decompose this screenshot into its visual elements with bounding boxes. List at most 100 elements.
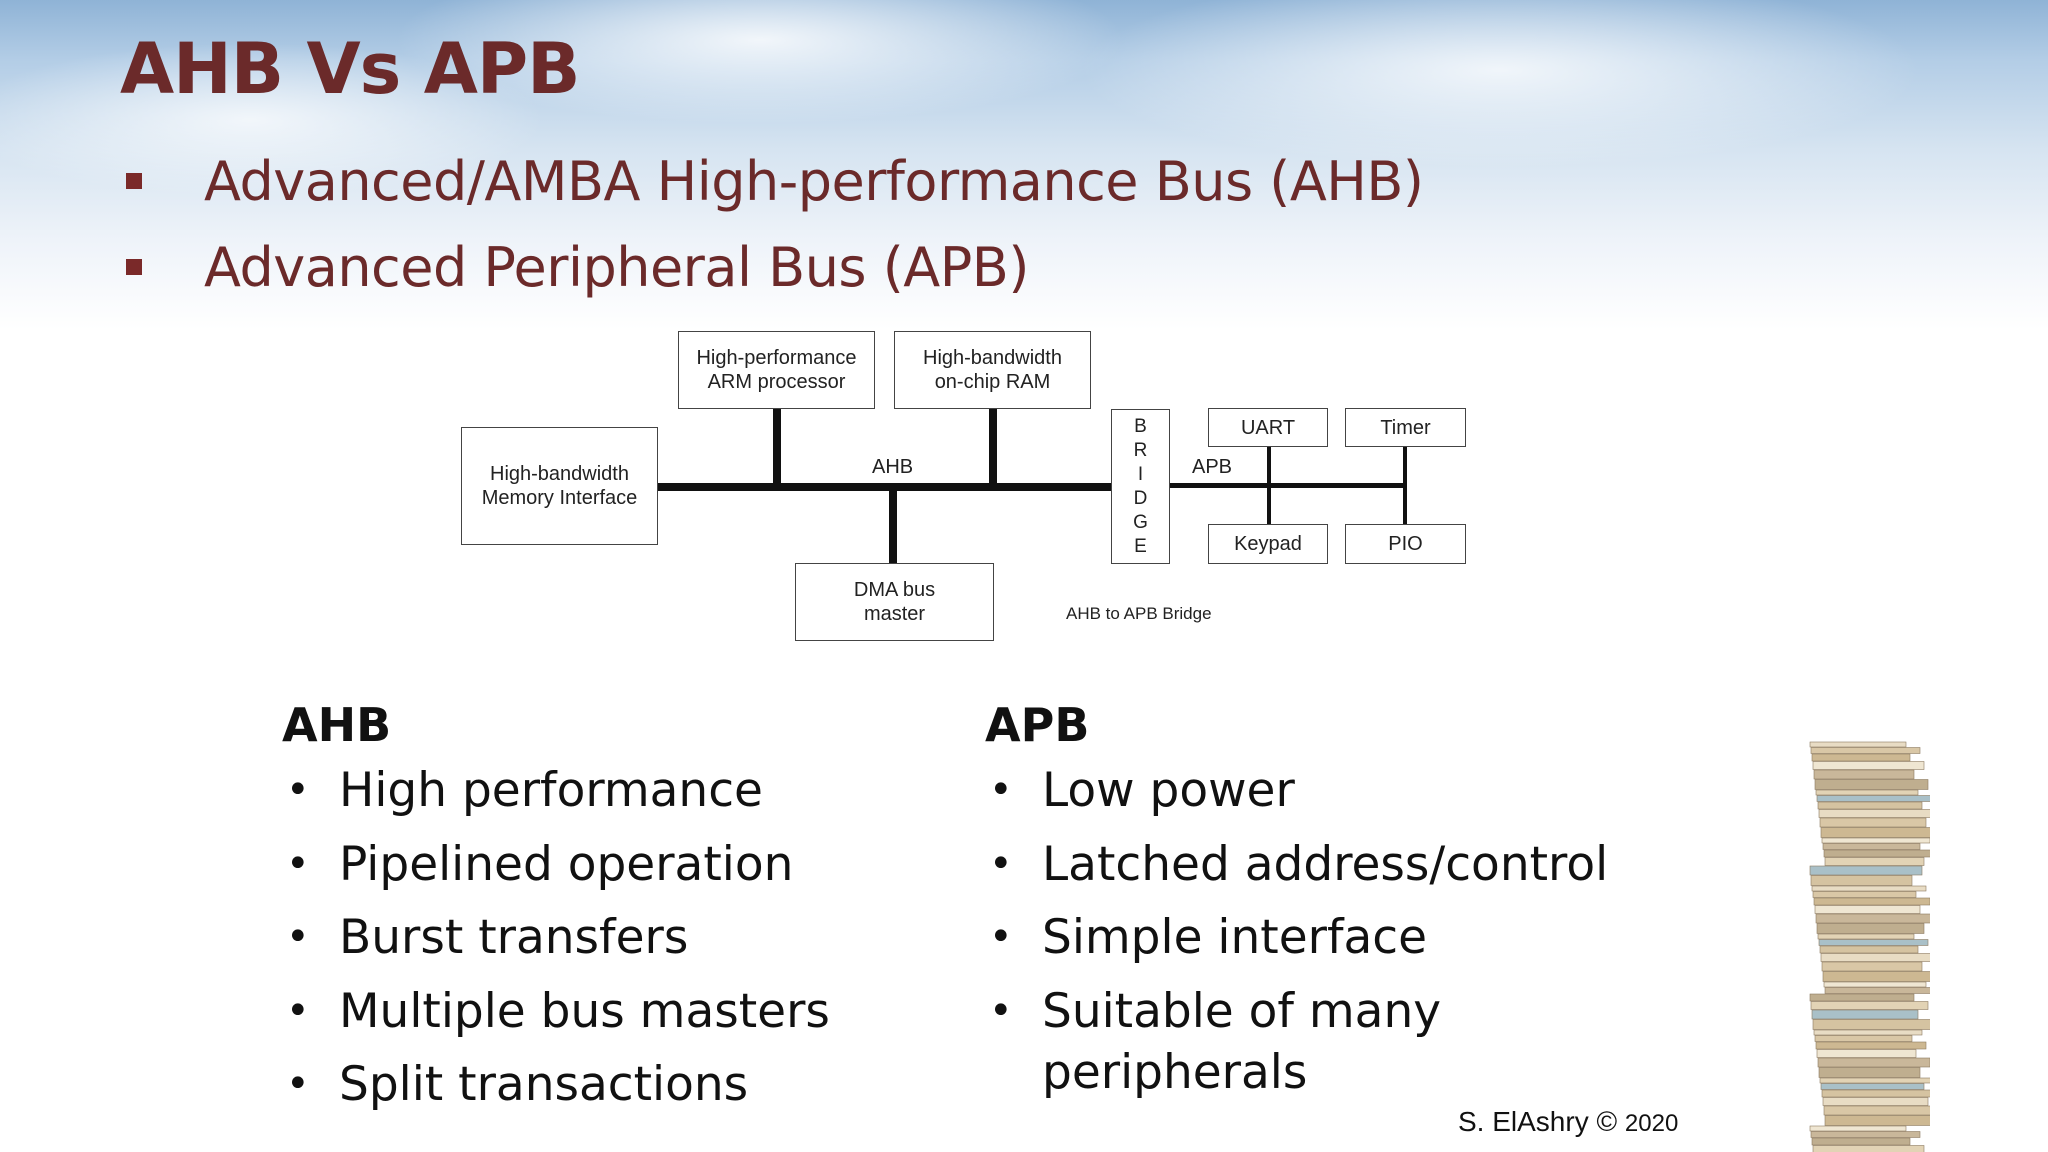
top-bullet-list: Advanced/AMBA High-performance Bus (AHB)… — [120, 138, 1424, 310]
bridge-letter: D — [1133, 487, 1148, 509]
bridge-box: B R I D G E — [1111, 409, 1170, 564]
bullet-dot-icon: • — [989, 767, 1013, 813]
list-item: •Burst transfers — [282, 907, 830, 968]
credit-year: 2020 — [1624, 1110, 1679, 1137]
book-spine — [1810, 1131, 1921, 1138]
book-spine — [1818, 939, 1929, 946]
book-spine — [1820, 1083, 1925, 1090]
bullet-dot-icon: • — [286, 1061, 310, 1107]
book-spine — [1817, 933, 1915, 940]
pio-box: PIO — [1345, 524, 1466, 564]
bridge-letter: G — [1133, 511, 1148, 533]
book-spine — [1811, 1009, 1919, 1020]
apb-bus-label: APB — [1192, 456, 1233, 478]
bullet-dot-icon: • — [989, 840, 1013, 887]
bullet-dot-icon: • — [286, 767, 310, 813]
bullet-dot-icon: • — [989, 914, 1013, 960]
bridge-letter: E — [1134, 535, 1147, 557]
bridge-letter: B — [1134, 415, 1147, 437]
book-spine — [1820, 953, 1930, 962]
top-bullet-item: Advanced/AMBA High-performance Bus (AHB) — [120, 138, 1424, 224]
bullet-dot-icon: • — [989, 987, 1013, 1034]
book-spine — [1816, 1049, 1917, 1058]
list-item: •High performance — [282, 760, 830, 821]
list-item: •Suitable of many peripherals — [985, 981, 1608, 1103]
uart-box: UART — [1208, 408, 1328, 447]
book-spine — [1811, 885, 1927, 892]
apb-feature-list: •Low power •Latched address/control •Sim… — [985, 760, 1608, 1103]
book-spine — [1823, 1105, 1930, 1116]
book-spine — [1815, 1041, 1927, 1050]
book-spine — [1816, 795, 1930, 802]
list-item: •Low power — [985, 760, 1608, 821]
book-spine — [1824, 857, 1925, 866]
apb-column: APB •Low power •Latched address/control … — [985, 690, 1608, 1115]
book-spine — [1819, 817, 1927, 828]
book-spine — [1815, 913, 1930, 924]
ahb-heading: AHB — [282, 698, 392, 752]
list-item: •Multiple bus masters — [282, 981, 830, 1042]
book-spine — [1816, 923, 1925, 934]
top-bullet-text: Advanced/AMBA High-performance Bus (AHB) — [204, 149, 1424, 213]
author-credit: S. ElAshry © 2020 — [1458, 1106, 1678, 1138]
stack-of-books-icon — [1809, 741, 1930, 1152]
book-spine — [1813, 769, 1915, 780]
ahb-bus-line — [658, 483, 1112, 491]
book-spine — [1812, 1145, 1925, 1152]
book-spine — [1809, 993, 1915, 1002]
book-spine — [1814, 1035, 1913, 1042]
memory-interface-box: High-bandwidth Memory Interface — [461, 427, 658, 545]
square-bullet-icon — [126, 173, 142, 189]
bridge-letter: I — [1137, 463, 1144, 485]
copyright-icon: © — [1596, 1106, 1618, 1137]
top-bullet-item: Advanced Peripheral Bus (APB) — [120, 224, 1424, 310]
bridge-letter: R — [1133, 439, 1148, 461]
book-spine — [1819, 945, 1919, 954]
book-spine — [1810, 875, 1913, 886]
book-spine — [1820, 827, 1930, 838]
book-spine — [1812, 891, 1917, 898]
book-spine — [1817, 801, 1923, 810]
book-spine — [1811, 753, 1911, 762]
list-item: •Split transactions — [282, 1054, 830, 1115]
top-bullet-text: Advanced Peripheral Bus (APB) — [204, 235, 1029, 299]
book-spine — [1823, 849, 1930, 858]
book-spine — [1810, 1001, 1929, 1010]
book-spine — [1817, 1057, 1930, 1068]
book-spine — [1822, 843, 1921, 850]
ahb-feature-list: •High performance •Pipelined operation •… — [282, 760, 830, 1115]
ahb-bus-label: AHB — [872, 456, 914, 478]
book-spine — [1822, 971, 1930, 982]
ahb-column: AHB •High performance •Pipelined operati… — [282, 690, 830, 1128]
dma-master-box: DMA bus master — [795, 563, 994, 641]
slide-title: AHB Vs APB — [120, 28, 581, 110]
dma-connector — [889, 483, 897, 564]
list-item: •Simple interface — [985, 907, 1608, 968]
book-spine — [1810, 747, 1921, 754]
author-name: S. ElAshry — [1458, 1106, 1589, 1137]
timer-pio-connector — [1403, 446, 1407, 526]
square-bullet-icon — [126, 259, 142, 275]
book-spine — [1822, 1097, 1929, 1106]
book-spine — [1809, 741, 1907, 748]
sky-background — [0, 0, 2048, 330]
arm-processor-box: High-performance ARM processor — [678, 331, 875, 409]
book-spine — [1823, 981, 1927, 988]
keypad-box: Keypad — [1208, 524, 1328, 564]
book-spine — [1821, 961, 1923, 972]
timer-box: Timer — [1345, 408, 1466, 447]
book-spine — [1811, 1137, 1911, 1146]
uart-keypad-connector — [1267, 446, 1271, 526]
list-item: •Pipelined operation — [282, 834, 830, 895]
bullet-dot-icon: • — [286, 840, 310, 887]
book-spine — [1824, 1115, 1930, 1126]
book-spine — [1824, 987, 1930, 994]
apb-heading: APB — [985, 698, 1090, 752]
apb-bus-line — [1168, 483, 1404, 488]
book-spine — [1812, 1019, 1930, 1030]
book-spine — [1813, 1029, 1923, 1036]
book-spine — [1809, 865, 1923, 876]
book-spine — [1821, 837, 1930, 844]
book-spine — [1818, 809, 1930, 818]
onchip-ram-box: High-bandwidth on-chip RAM — [894, 331, 1091, 409]
